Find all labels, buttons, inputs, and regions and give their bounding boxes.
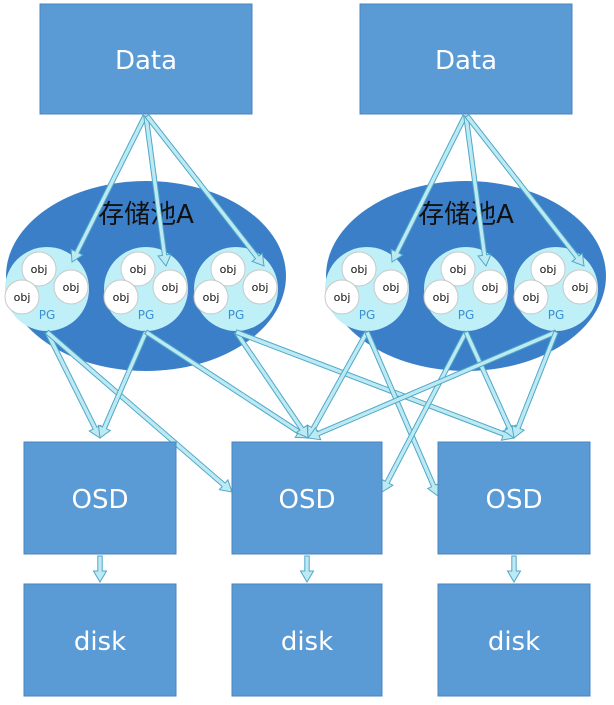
obj-label: obj bbox=[482, 281, 499, 294]
obj-circle bbox=[242, 269, 278, 305]
data-box-left-rect bbox=[39, 3, 253, 115]
disk-box-3-label: disk bbox=[488, 627, 540, 657]
data-box-left-label: Data bbox=[115, 46, 177, 76]
pg-groups: objobjobjPGobjobjobjPGobjobjobjPGobjobjo… bbox=[4, 247, 598, 331]
data-to-pg-arrow bbox=[70, 114, 148, 263]
obj-label: obj bbox=[14, 291, 31, 304]
obj-label: obj bbox=[433, 291, 450, 304]
obj-label: obj bbox=[540, 263, 557, 276]
obj-circle bbox=[103, 279, 139, 315]
pg-to-osd-arrow bbox=[44, 329, 233, 493]
obj-circle bbox=[423, 279, 459, 315]
data-box-right-rect bbox=[359, 3, 573, 115]
obj-label: obj bbox=[162, 281, 179, 294]
obj-circle bbox=[530, 251, 566, 287]
pg-to-osd-arrow bbox=[307, 329, 558, 441]
obj-circle bbox=[210, 251, 246, 287]
obj-circle bbox=[53, 269, 89, 305]
pg-to-osd-arrow bbox=[380, 330, 469, 493]
obj-label: obj bbox=[130, 263, 147, 276]
osd-box-2: OSD bbox=[231, 441, 383, 555]
pool-right-label: 存储池A bbox=[418, 200, 514, 230]
disk-box-3: disk bbox=[437, 583, 591, 697]
pg-to-osd-arrow bbox=[97, 330, 149, 439]
pg-to-osd-arrow bbox=[307, 330, 370, 439]
obj-label: obj bbox=[252, 281, 269, 294]
obj-circle bbox=[4, 279, 40, 315]
osd-box-1-rect bbox=[23, 441, 177, 555]
obj-circle bbox=[193, 279, 229, 315]
osd-to-disk-arrow bbox=[506, 555, 522, 583]
obj-circle bbox=[341, 251, 377, 287]
disk-box-1-label: disk bbox=[74, 627, 126, 657]
arrows-over-layer bbox=[44, 113, 585, 497]
pg-label: PG bbox=[39, 308, 56, 322]
disk-box-3-rect bbox=[437, 583, 591, 697]
osd-box-3-rect bbox=[437, 441, 591, 555]
osd-box-1-label: OSD bbox=[72, 485, 129, 515]
obj-label: obj bbox=[203, 291, 220, 304]
obj-label: obj bbox=[572, 281, 589, 294]
obj-label: obj bbox=[63, 281, 80, 294]
data-box-right: Data bbox=[359, 3, 573, 115]
osd-box-3: OSD bbox=[437, 441, 591, 555]
disk-box-1: disk bbox=[23, 583, 177, 697]
obj-circle bbox=[562, 269, 598, 305]
data-to-pg-arrow bbox=[390, 114, 468, 263]
pg-to-osd-arrow bbox=[511, 330, 559, 439]
osd-box-3-label: OSD bbox=[486, 485, 543, 515]
osd-box-2-rect bbox=[231, 441, 383, 555]
obj-label: obj bbox=[334, 291, 351, 304]
data-box-right-label: Data bbox=[435, 46, 497, 76]
obj-circle bbox=[440, 251, 476, 287]
obj-label: obj bbox=[523, 291, 540, 304]
obj-circle bbox=[152, 269, 188, 305]
osd-to-disk-arrow bbox=[92, 555, 108, 583]
osd-to-disk-arrow bbox=[299, 555, 315, 583]
data-to-pg-arrow bbox=[143, 115, 172, 267]
pg-label: PG bbox=[458, 308, 475, 322]
obj-circle bbox=[21, 251, 57, 287]
pg-label: PG bbox=[228, 308, 245, 322]
data-box-left: Data bbox=[39, 3, 253, 115]
disk-box-2-rect bbox=[231, 583, 383, 697]
data-to-pg-arrow bbox=[144, 113, 265, 267]
obj-circle bbox=[120, 251, 156, 287]
obj-label: obj bbox=[351, 263, 368, 276]
pg-label: PG bbox=[359, 308, 376, 322]
obj-circle bbox=[324, 279, 360, 315]
pg-label: PG bbox=[138, 308, 155, 322]
obj-circle bbox=[373, 269, 409, 305]
obj-label: obj bbox=[113, 291, 130, 304]
data-to-pg-arrow bbox=[464, 113, 585, 267]
disk-box-1-rect bbox=[23, 583, 177, 697]
disk-box-2-label: disk bbox=[281, 627, 333, 657]
obj-label: obj bbox=[220, 263, 237, 276]
data-to-pg-arrow bbox=[463, 115, 492, 267]
obj-label: obj bbox=[450, 263, 467, 276]
obj-circle bbox=[513, 279, 549, 315]
pool-left-label: 存储池A bbox=[98, 200, 194, 230]
disk-box-2: disk bbox=[231, 583, 383, 697]
osd-box-2-label: OSD bbox=[279, 485, 336, 515]
obj-label: obj bbox=[31, 263, 48, 276]
osd-box-1: OSD bbox=[23, 441, 177, 555]
pg-label: PG bbox=[548, 308, 565, 322]
obj-label: obj bbox=[383, 281, 400, 294]
osd-to-disk-arrows bbox=[92, 555, 522, 583]
obj-circle bbox=[472, 269, 508, 305]
